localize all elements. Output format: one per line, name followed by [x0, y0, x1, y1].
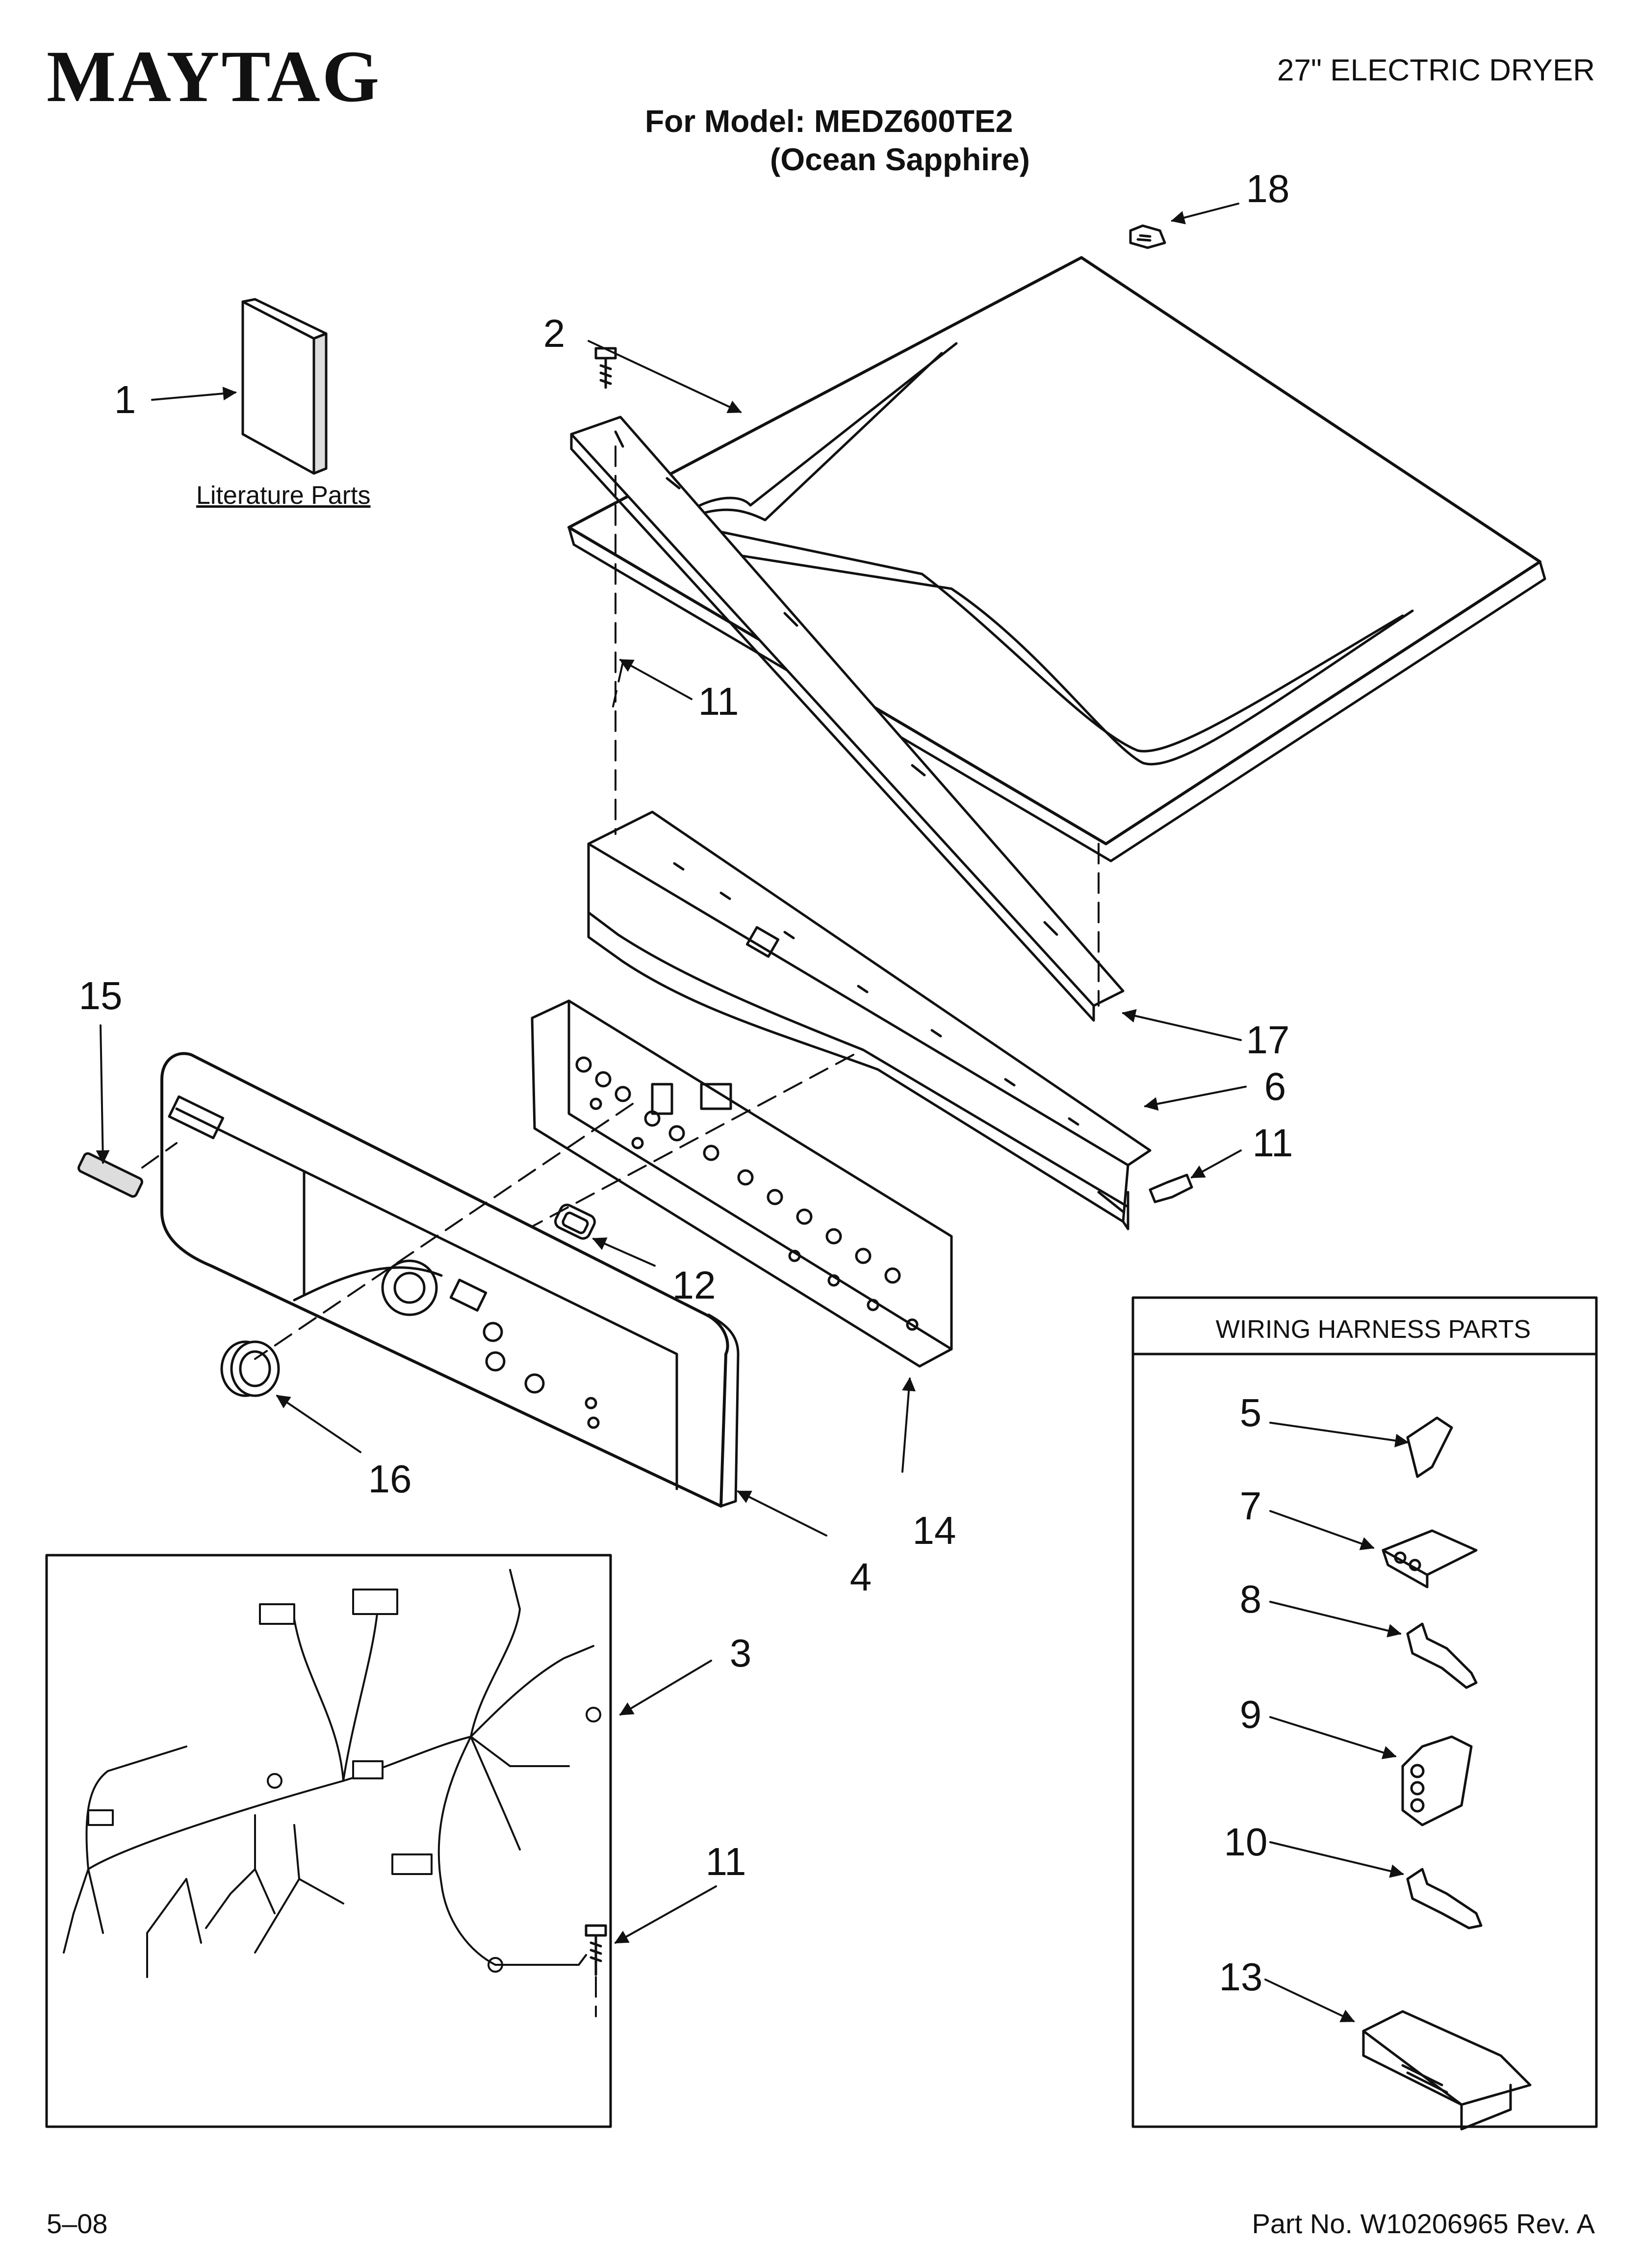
callout-11-upper[interactable]: 11: [698, 679, 739, 723]
harness-ground-screw: [585, 1924, 607, 1976]
callout-14[interactable]: 14: [912, 1509, 956, 1552]
harness-part-9: [1401, 1735, 1473, 1826]
footer-date: 5–08: [47, 2208, 108, 2239]
console-panel: [160, 1052, 740, 1508]
top-panel-screw: [1129, 224, 1166, 249]
harness-part-5: [1406, 1416, 1453, 1478]
callout-2[interactable]: 2: [543, 312, 565, 355]
harness-box-frame: [45, 1554, 612, 2128]
maytag-badge: [77, 1152, 143, 1198]
display-lens: [554, 1203, 596, 1240]
harness-part-8: [1406, 1622, 1478, 1689]
bracket-screw-upper: [594, 347, 617, 389]
callout-8[interactable]: 8: [1239, 1577, 1262, 1621]
main-wiring-harness: [63, 1569, 601, 1978]
assembly-guide-lines: [141, 445, 1100, 2017]
callout-12[interactable]: 12: [672, 1263, 716, 1307]
bracket-screw-right: [1149, 1173, 1193, 1203]
electronic-control-board: [531, 999, 953, 1368]
callout-10[interactable]: 10: [1224, 1820, 1268, 1864]
control-mounting-bracket: [570, 416, 1125, 1022]
leader-lines: [96, 203, 1409, 2022]
model-color: (Ocean Sapphire): [770, 142, 1030, 177]
brand-logo: MAYTAG: [47, 36, 382, 117]
callout-9[interactable]: 9: [1239, 1693, 1262, 1736]
callout-11-harness[interactable]: 11: [705, 1840, 746, 1883]
harness-part-7: [1382, 1529, 1478, 1589]
callout-7[interactable]: 7: [1239, 1484, 1262, 1528]
callout-13[interactable]: 13: [1219, 1955, 1263, 1999]
harness-part-13: [1362, 2010, 1532, 2131]
literature-parts-link[interactable]: Literature Parts: [196, 481, 371, 510]
callout-4[interactable]: 4: [849, 1555, 872, 1599]
callout-6[interactable]: 6: [1264, 1065, 1286, 1108]
literature-booklet: [241, 298, 328, 475]
callout-5[interactable]: 5: [1239, 1391, 1262, 1434]
callout-16[interactable]: 16: [368, 1457, 412, 1501]
callout-1[interactable]: 1: [114, 378, 136, 421]
callout-18[interactable]: 18: [1246, 167, 1290, 210]
callout-11-right[interactable]: 11: [1252, 1121, 1293, 1165]
callout-3[interactable]: 3: [729, 1631, 752, 1675]
harness-part-10: [1406, 1868, 1483, 1929]
callout-15[interactable]: 15: [78, 974, 123, 1017]
dryer-top-panel: [567, 256, 1546, 862]
console-support-bracket: [587, 810, 1152, 1230]
wiring-harness-parts-box: [1131, 1296, 1598, 2128]
callout-17[interactable]: 17: [1246, 1018, 1290, 1062]
harness-box-title: WIRING HARNESS PARTS: [1215, 1315, 1531, 1344]
model-number: For Model: MEDZ600TE2: [645, 104, 1013, 139]
document-title: 27" ELECTRIC DRYER: [1277, 53, 1595, 87]
footer-part-number: Part No. W10206965 Rev. A: [1252, 2208, 1595, 2239]
cycle-selector-knob: [220, 1340, 280, 1397]
